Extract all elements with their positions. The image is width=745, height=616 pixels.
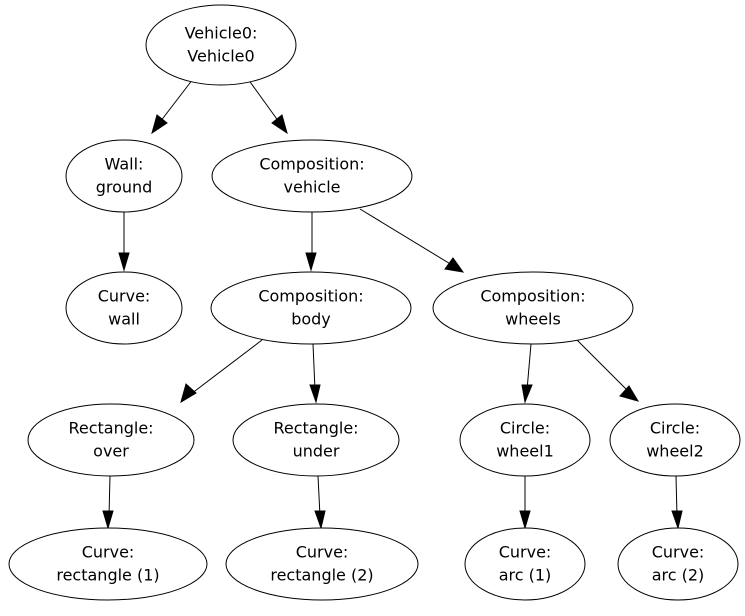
arrowhead-icon [314,510,326,530]
edge-composition-vehicle-to-composition-body [305,212,317,272]
arrowhead-icon [102,510,114,530]
node-label-line2: wheel2 [646,442,704,461]
arrowhead-icon [305,252,317,272]
node-rectangle-over[interactable]: Rectangle: over [27,403,195,477]
arrowhead-icon [271,114,288,135]
edge-vehicle0-to-composition-vehicle [247,78,288,135]
node-composition-vehicle[interactable]: Composition: vehicle [211,139,413,213]
node-label-line1: Circle: [650,419,700,438]
node-label-line2: under [293,442,340,461]
node-label-line2: vehicle [284,178,341,197]
node-shape[interactable] [459,403,591,477]
edge-wall-ground-to-curve-wall [118,212,130,272]
node-label-line2: wheels [505,310,561,329]
node-shape[interactable] [8,527,208,601]
edge-composition-wheels-to-circle-wheel1 [521,343,533,404]
node-label-line2: wall [108,310,140,329]
node-label-line2: wheel1 [496,442,554,461]
node-rectangle-under[interactable]: Rectangle: under [232,403,400,477]
node-label-line1: Circle: [500,419,550,438]
node-wall-ground[interactable]: Wall: ground [65,139,183,213]
node-shape[interactable] [211,139,413,213]
node-shape[interactable] [65,139,183,213]
edge-line [359,208,453,266]
node-curve-arc-2[interactable]: Curve: arc (2) [617,527,739,601]
node-label-line2: arc (1) [499,566,552,585]
node-label-line1: Composition: [259,155,364,174]
node-label-line1: Rectangle: [273,419,358,438]
edge-line [317,475,321,517]
node-curve-rectangle-1[interactable]: Curve: rectangle (1) [8,527,208,601]
edge-line [108,475,111,517]
edge-line [675,475,678,517]
arrowhead-icon [309,384,321,404]
node-circle-wheel2[interactable]: Circle: wheel2 [609,403,741,477]
arrowhead-icon [151,114,168,135]
edge-line [312,343,316,391]
arrowhead-icon [521,384,533,404]
node-composition-body[interactable]: Composition: body [210,271,412,345]
node-label-line1: Curve: [98,287,151,306]
edge-circle-wheel1-to-curve-arc-1 [519,476,531,530]
node-label-line2: body [291,310,331,329]
edge-composition-body-to-rectangle-under [309,343,321,404]
edges-layer [102,78,683,530]
node-vehicle0[interactable]: Vehicle0: Vehicle0 [145,4,297,86]
node-label-line1: Composition: [480,287,585,306]
node-shape[interactable] [27,403,195,477]
node-shape[interactable] [210,271,412,345]
node-curve-arc-1[interactable]: Curve: arc (1) [464,527,586,601]
arrowhead-icon [519,510,531,530]
node-shape[interactable] [232,403,400,477]
arrowhead-icon [180,383,197,404]
node-shape[interactable] [432,271,634,345]
arrowhead-icon [671,510,683,530]
node-label-line1: Composition: [258,287,363,306]
edge-composition-vehicle-to-composition-wheels [359,208,465,273]
node-shape[interactable] [617,527,739,601]
node-label-line2: rectangle (1) [56,566,159,585]
edge-line [190,339,263,395]
node-label-line2: rectangle (2) [270,566,373,585]
node-shape[interactable] [145,4,297,86]
arrowhead-icon [118,252,130,272]
edge-rectangle-under-to-curve-rectangle-2 [314,475,326,530]
edge-circle-wheel2-to-curve-arc-2 [671,475,683,530]
node-label-line1: Curve: [296,543,349,562]
node-label-line2: Vehicle0 [187,47,254,66]
node-shape[interactable] [225,527,419,601]
node-shape[interactable] [464,527,586,601]
node-label-line1: Rectangle: [68,419,153,438]
nodes-layer: Vehicle0: Vehicle0 Wall: ground Composit… [8,4,741,601]
node-label-line2: over [93,442,129,461]
node-label-line1: Curve: [652,543,705,562]
node-label-line2: arc (2) [652,566,705,585]
node-label-line1: Wall: [105,155,144,174]
edge-vehicle0-to-wall-ground [151,78,194,135]
edge-composition-body-to-rectangle-over [180,339,263,404]
node-shape[interactable] [609,403,741,477]
edge-line [247,78,280,123]
edge-line [526,343,532,391]
node-label-line2: ground [96,178,153,197]
edge-rectangle-over-to-curve-rectangle-1 [102,475,114,530]
arrowhead-icon [619,385,640,402]
node-label-line1: Curve: [499,543,552,562]
node-circle-wheel1[interactable]: Circle: wheel1 [459,403,591,477]
edge-line [575,338,630,393]
node-curve-rectangle-2[interactable]: Curve: rectangle (2) [225,527,419,601]
node-curve-wall[interactable]: Curve: wall [65,271,183,345]
edge-line [159,78,194,123]
node-label-line1: Curve: [82,543,135,562]
arrowhead-icon [444,257,465,273]
node-composition-wheels[interactable]: Composition: wheels [432,271,634,345]
edge-composition-wheels-to-circle-wheel2 [575,338,640,402]
node-label-line1: Vehicle0: [185,24,258,43]
node-shape[interactable] [65,271,183,345]
